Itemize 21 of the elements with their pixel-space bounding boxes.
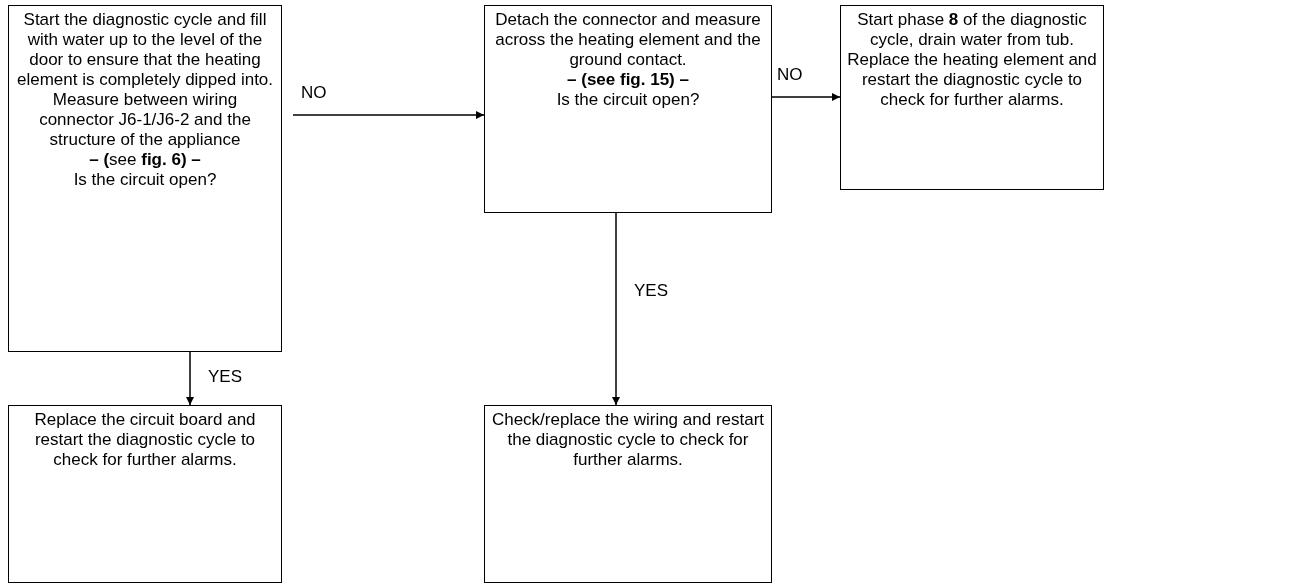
arrow	[612, 212, 620, 406]
arrow	[292, 111, 485, 119]
process-box	[8, 5, 282, 352]
box-text: Replace the circuit board and restart the diagnostic cycle to check for further alarms.	[33, 410, 257, 470]
process-box	[8, 405, 282, 583]
arrow	[186, 351, 194, 406]
process-box	[484, 5, 772, 213]
box-text: – (see fig. 6) –	[89, 150, 201, 170]
edge-label: YES	[208, 366, 243, 387]
box-text: Detach the connector and measure across the heating element and the ground contact.	[494, 10, 762, 70]
process-box	[484, 405, 772, 583]
box-text: Check/replace the wiring and restart the diagnostic cycle to check for further alarms.	[491, 410, 765, 470]
edge-label: NO	[301, 83, 327, 103]
box-text: Is the circuit open?	[73, 170, 217, 190]
edge-label: NO	[777, 65, 803, 85]
arrow	[771, 93, 841, 101]
box-text: – (see fig. 15) –	[567, 70, 689, 90]
process-box	[840, 5, 1104, 190]
box-text: Is the circuit open?	[556, 90, 700, 110]
edge-label: YES	[634, 281, 669, 301]
box-text: Start phase 8 of the diagnostic cycle, drain water from tub. Replace the heating element and restart the diagnostic cycle to check for further alarms.	[847, 10, 1097, 110]
